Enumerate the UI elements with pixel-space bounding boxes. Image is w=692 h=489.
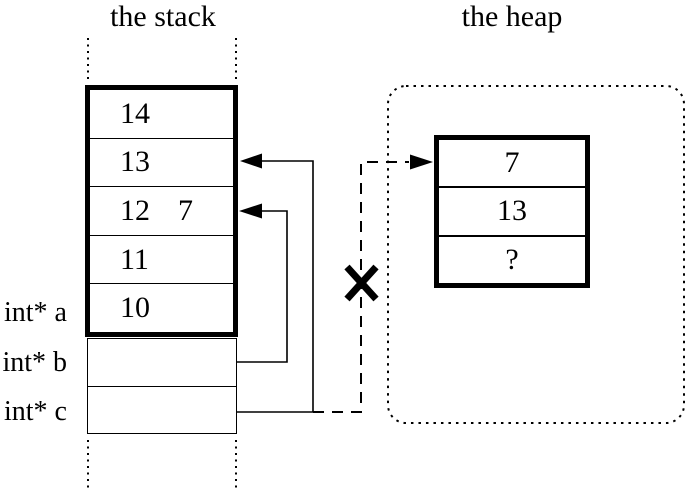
broken-pointer-x-icon: [344, 264, 379, 302]
heap-cell-value: ?: [505, 242, 519, 276]
stack-cell-value: 10: [120, 291, 150, 325]
stack-cell-b: [88, 339, 236, 386]
variable-label-a: int* a: [4, 297, 67, 328]
stack-title: the stack: [110, 0, 216, 33]
stack-cell-value: 14: [120, 96, 150, 130]
pointer-b-arrowhead-icon: [239, 203, 262, 219]
heap-block-box: 7 13 ?: [434, 135, 590, 288]
pointer-c-arrowhead-icon: [240, 153, 262, 169]
dangling-pointer-dashed-line: [313, 161, 409, 413]
stack-frame-box: 14 13 12 7 11 10: [85, 85, 238, 337]
heap-cell-value: 13: [497, 194, 527, 228]
stack-cell: 13: [90, 137, 233, 187]
heap-title: the heap: [461, 0, 563, 33]
variable-label-c: int* c: [4, 396, 67, 427]
heap-cell-value: 7: [504, 146, 520, 180]
stack-cell: 10: [90, 283, 233, 332]
stack-cell: 14: [90, 90, 233, 138]
heap-cell: ?: [439, 234, 585, 283]
heap-cell: 13: [439, 186, 585, 234]
variable-label-b: int* b: [2, 347, 67, 378]
stack-cell-overwritten: 12 7: [90, 186, 233, 235]
heap-arrowhead-icon: [410, 154, 433, 170]
stack-cell-value: 13: [120, 145, 150, 179]
stack-pointer-cells: [87, 338, 237, 434]
heap-cell: 7: [439, 140, 585, 186]
stack-cell-old-value: 12: [120, 193, 150, 227]
stack-cell-c: [88, 385, 236, 434]
stack-cell-new-value: 7: [178, 193, 193, 227]
stack-cell: 11: [90, 234, 233, 284]
stack-cell-value: 11: [120, 242, 149, 276]
